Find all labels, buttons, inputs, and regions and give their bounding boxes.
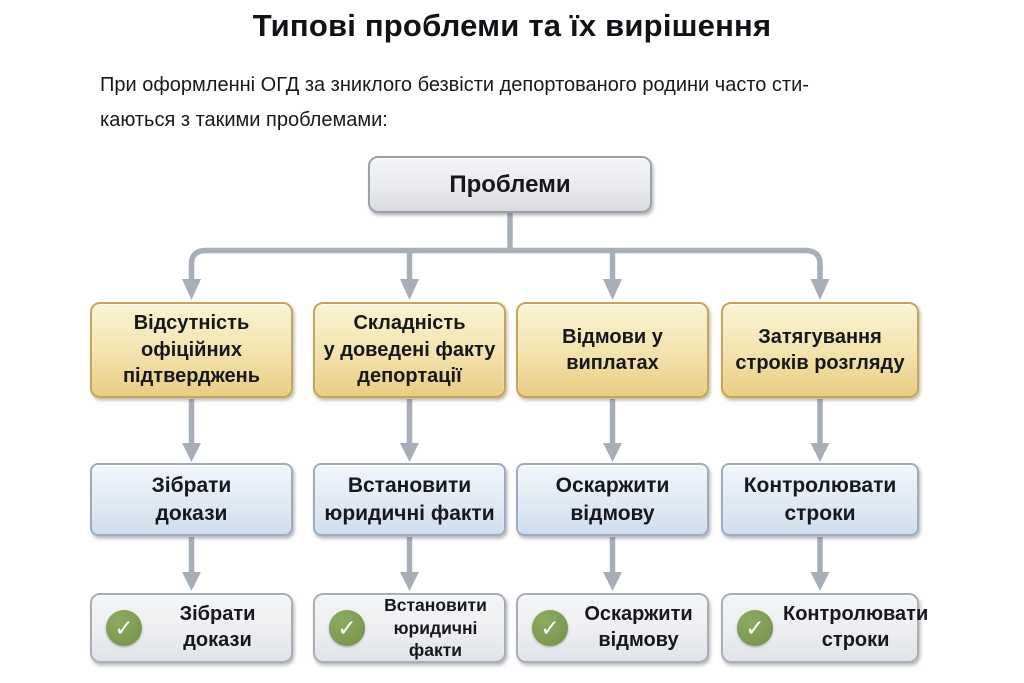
solution-label: Оскаржити відмову xyxy=(555,474,670,525)
solution-label: Зібрати докази xyxy=(151,474,232,525)
solution-label: Встановити юридичні факти xyxy=(324,474,495,525)
solution-node-establish-legal-facts: Встановити юридичні факти xyxy=(313,463,506,536)
problem-node-missing-confirmations: Відсутність офіційних підтверджень xyxy=(90,302,293,398)
problem-node-proving-deportation: Складність у доведені факту депортації xyxy=(313,302,506,398)
result-node-establish-legal-facts: ✓ Встановити юридичні факти xyxy=(313,593,506,663)
result-label: Оскаржити відмову xyxy=(584,603,693,651)
solution-node-control-deadlines: Контролювати строки xyxy=(721,463,919,536)
page-title: Типові проблеми та їх вирішення xyxy=(252,8,772,43)
check-icon: ✓ xyxy=(329,610,365,646)
solution-label: Контролювати строки xyxy=(743,474,897,525)
result-node-appeal-refusal: ✓ Оскаржити відмову xyxy=(516,593,709,663)
problem-label: Складність у доведені факту депортації xyxy=(323,312,496,388)
solution-node-appeal-refusal: Оскаржити відмову xyxy=(516,463,709,536)
problem-node-delayed-review: Затягування строків розгляду xyxy=(721,302,919,398)
problem-label: Відсутність офіційних підтверджень xyxy=(122,312,261,388)
result-label: Контролювати строки xyxy=(783,603,929,651)
intro-text: При оформленні ОГД за зниклого безвісти … xyxy=(100,74,809,131)
result-label: Зібрати докази xyxy=(179,603,256,651)
result-node-control-deadlines: ✓ Контролювати строки xyxy=(721,593,928,663)
result-node-collect-evidence: ✓ Зібрати докази xyxy=(90,593,293,663)
result-label: Встановити юридичні факти xyxy=(384,595,487,661)
solution-node-collect-evidence: Зібрати докази xyxy=(90,463,293,536)
check-icon: ✓ xyxy=(106,610,142,646)
problem-label: Затягування строків розгляду xyxy=(735,325,905,374)
root-node-label: Проблеми xyxy=(449,170,571,198)
check-icon: ✓ xyxy=(737,610,773,646)
problem-label: Відмови у виплатах xyxy=(562,325,663,374)
root-node-problems: Проблеми xyxy=(368,156,652,213)
check-icon: ✓ xyxy=(532,610,568,646)
problem-node-payment-refusals: Відмови у виплатах xyxy=(516,302,709,398)
